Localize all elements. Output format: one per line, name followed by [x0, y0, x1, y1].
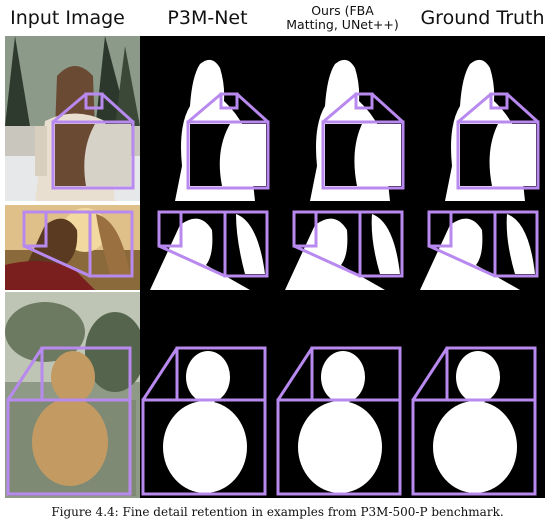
p3m-mask-row2 — [140, 205, 275, 290]
header-p3m-net: P3M-Net — [167, 7, 248, 29]
header-ground-truth: Ground Truth — [420, 7, 545, 29]
input-photo-row3 — [5, 292, 140, 498]
p3m-mask-row3 — [140, 292, 275, 498]
gt-mask-row3 — [410, 292, 545, 498]
header-input-image: Input Image — [10, 7, 125, 29]
figure-caption: Figure 4.4: Fine detail retention in exa… — [51, 505, 504, 519]
gt-mask-row2 — [410, 205, 545, 290]
ours-mask-row2 — [275, 205, 410, 290]
ours-mask-row3 — [275, 292, 410, 498]
